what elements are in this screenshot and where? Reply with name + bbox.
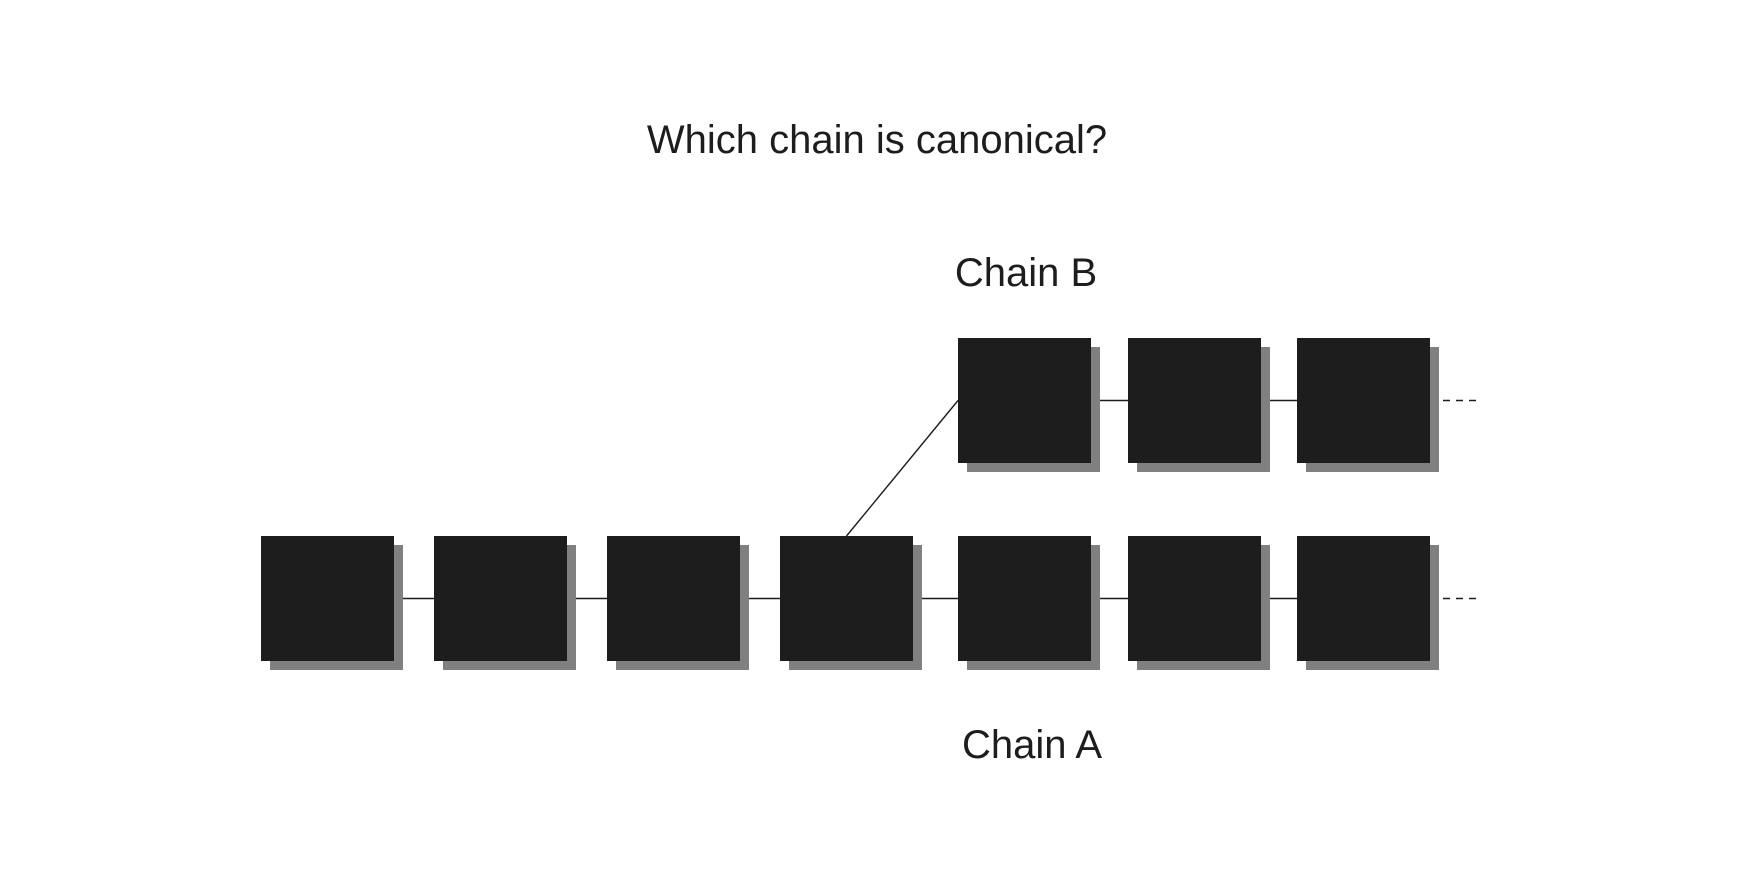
- blocks-layer: [261, 338, 1439, 670]
- chain-a-block-2-body: [1128, 536, 1261, 661]
- shared-block-3: [607, 536, 749, 670]
- shared-block-1-body: [261, 536, 394, 661]
- chain-b-label: Chain B: [955, 251, 1097, 295]
- shared-block-3-body: [607, 536, 740, 661]
- shared-block-2-body: [434, 536, 567, 661]
- fork-link: [845, 400, 959, 537]
- chain-b-block-1-body: [958, 338, 1091, 463]
- diagram-title: Which chain is canonical?: [647, 118, 1107, 162]
- shared-block-4: [780, 536, 922, 670]
- chain-b-block-3-body: [1297, 338, 1430, 463]
- chain-b-block-2: [1128, 338, 1270, 472]
- shared-block-1: [261, 536, 403, 670]
- shared-block-2: [434, 536, 576, 670]
- chain-b-block-3: [1297, 338, 1439, 472]
- chain-a-block-1-body: [958, 536, 1091, 661]
- chain-b-block-1: [958, 338, 1100, 472]
- chain-a-block-3-body: [1297, 536, 1430, 661]
- shared-block-4-body: [780, 536, 913, 661]
- chain-a-block-2: [1128, 536, 1270, 670]
- chain-a-block-3: [1297, 536, 1439, 670]
- chain-b-block-2-body: [1128, 338, 1261, 463]
- chain-a-block-1: [958, 536, 1100, 670]
- chain-a-label: Chain A: [962, 723, 1102, 767]
